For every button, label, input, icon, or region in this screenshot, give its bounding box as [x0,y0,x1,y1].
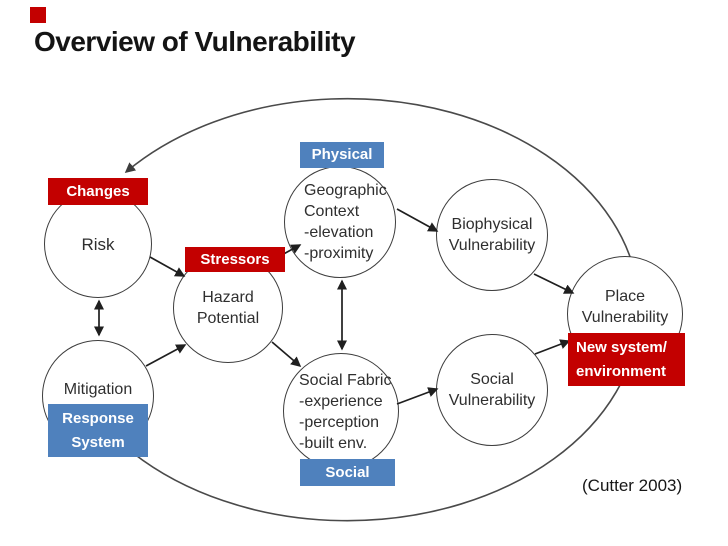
arrow-geographic-to-biophysical [396,208,439,232]
circle-label-line: Vulnerability [448,392,536,409]
circle-label-line: -built env. [299,435,368,452]
citation-text: (Cutter 2003) [582,476,683,495]
arrow-hazard-to-social-fabric [271,341,302,367]
tag-physical: Physical [300,142,384,168]
circle-biophysical-vulnerability: Biophysical Vulnerability [436,179,548,291]
arrow-social-fabric-to-social-vulnerability [396,387,439,405]
circle-label-line: Vulnerability [448,237,536,254]
circle-label-line: -proximity [304,245,374,262]
circle-label: Risk [81,234,115,254]
circle-label-line: Social [470,371,514,388]
circle-label-line: -experience [299,393,383,410]
tag-line: environment [576,362,667,380]
circle-label-line: Vulnerability [581,309,669,326]
tag-line: System [71,433,125,451]
circle-label-line: Biophysical [451,216,533,233]
circle-social-fabric: Social Fabric -experience -perception -b… [283,353,399,469]
circle-label-line: Potential [196,310,260,327]
circle-label: Mitigation [63,380,133,398]
tag-response-system: Response System [48,404,148,457]
circle-risk: Risk [44,190,152,298]
circle-label-line: -elevation [304,224,374,241]
tag-social: Social [300,459,395,486]
circle-label-line: -perception [299,414,380,431]
circle-label-line: Place [604,288,646,305]
tag-changes: Changes [48,178,148,205]
slide-corner-marker [30,7,46,23]
circle-label-line: Geographic [304,182,387,199]
arrow-mitigation-to-hazard [145,344,187,367]
circle-label-line: Hazard [202,289,254,306]
arrow-social-vulnerability-to-place [534,339,571,355]
tag-stressors: Stressors [185,247,285,272]
arrow-risk-to-hazard [149,256,186,277]
tag-line: New system/ [576,339,667,357]
arrow-biophysical-to-place [533,273,575,294]
tag-line: Response [62,410,134,428]
page-title: Overview of Vulnerability [34,26,356,57]
circle-label-line: Context [304,203,360,220]
circle-label-line: Social Fabric [299,372,392,389]
tag-new-system-environment: New system/ environment [568,333,685,386]
circle-social-vulnerability: Social Vulnerability [436,334,548,446]
circle-geographic-context: Geographic Context -elevation -proximity [284,166,396,278]
